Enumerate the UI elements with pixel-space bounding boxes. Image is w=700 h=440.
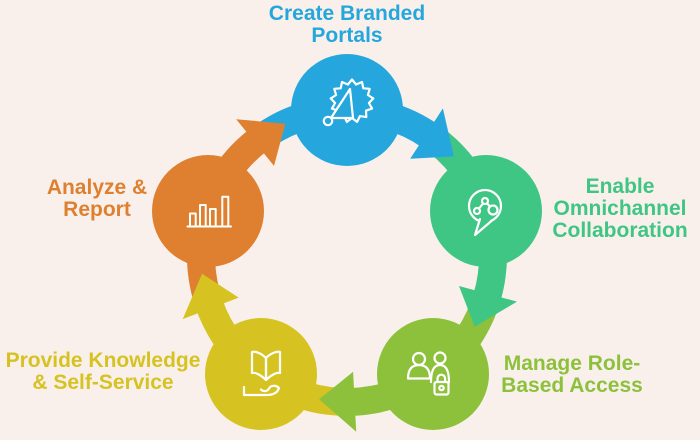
megaphone-mouth [322,115,334,127]
share-node-right [487,204,499,216]
user-back-body [429,363,451,384]
stage-label-create-branded-portals: Create Branded Portals [212,3,482,47]
arrow-head-manage-to-provide [319,371,357,432]
cycle-arrow-heads [182,108,517,432]
share-node-left [472,206,482,216]
lock-body [433,380,450,396]
book-hand-icon [242,350,282,397]
stage-label-analyze-report: Analyze & Report [0,177,217,221]
label-line: Portals [311,24,383,47]
hand-palm [242,384,281,397]
label-line: Collaboration [552,219,688,242]
arrow-head-analyze-to-create [236,119,286,166]
stage-node-manage-role-based [377,318,489,430]
book-right-page [264,350,282,382]
chat-bubble-tail [473,217,494,237]
label-line: Enable [585,175,655,198]
arrow-head-provide-to-analyze [182,273,239,320]
stage-label-manage-role-based-access: Manage Role- Based Access [452,353,692,397]
lock-keyhole [438,384,445,392]
chat-share-icon [467,188,503,237]
chart-bar-2 [199,204,207,228]
label-line: Based Access [501,374,643,397]
megaphone-cone [329,87,355,120]
bar-chart-icon [186,195,232,228]
stage-node-analyze-report [152,155,264,267]
stage-node-provide-knowledge [205,318,317,430]
arrow-head-create-to-enable [410,108,454,159]
arrow-head-enable-to-manage [459,286,517,327]
label-line: & Self-Service [32,371,174,394]
users-lock-icon [406,351,451,396]
label-line: Manage Role- [503,352,641,375]
label-line: Create Branded [268,2,426,25]
share-node-top [480,196,490,206]
stage-label-provide-knowledge-self-service: Provide Knowledge & Self-Service [0,350,223,394]
user-back-head [433,351,447,365]
chart-bar-4 [221,195,230,228]
label-line: Provide Knowledge [5,349,201,372]
chart-bar-3 [209,208,217,228]
book-left-page [250,350,268,382]
stage-node-enable-omnichannel [430,155,542,267]
lock-shackle [436,373,447,384]
megaphone-badge-icon [322,78,375,127]
user-front-head [411,351,427,367]
cycle-nodes [152,54,542,430]
label-line: Omnichannel [553,197,687,220]
chart-bar-1 [189,212,197,228]
label-line: Analyze & [46,176,148,199]
stage-label-enable-omnichannel-collaboration: Enable Omnichannel Collaboration [535,176,700,242]
label-line: Report [63,198,131,221]
